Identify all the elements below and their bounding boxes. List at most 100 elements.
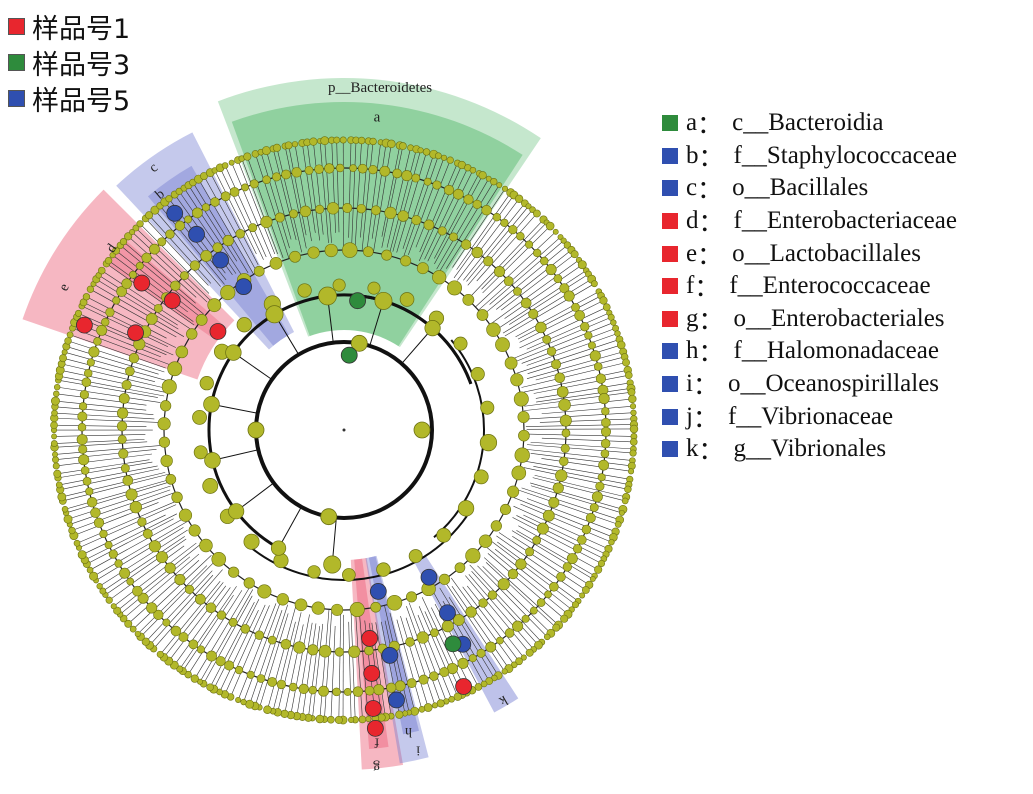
node xyxy=(518,429,530,442)
clade-key-swatch xyxy=(662,180,678,197)
branch xyxy=(168,585,227,662)
node xyxy=(520,297,532,309)
leaf-node xyxy=(206,683,214,692)
branch xyxy=(102,536,185,592)
node xyxy=(160,400,172,412)
branch xyxy=(405,617,436,706)
branch xyxy=(123,241,196,304)
branch xyxy=(400,615,429,708)
node xyxy=(397,210,409,222)
leaf-node xyxy=(86,285,95,293)
branch xyxy=(266,150,292,240)
node xyxy=(121,379,132,390)
leaf-node xyxy=(104,256,113,265)
branch xyxy=(487,547,569,615)
node xyxy=(93,517,105,528)
clade-key-letter: h xyxy=(686,337,699,365)
leaf-node xyxy=(132,224,140,232)
node xyxy=(514,447,530,463)
branch xyxy=(439,587,495,679)
leaf-node xyxy=(53,390,60,398)
clade-key-legend: a：c__Bacteroidia b：f__Staphylococcaceae … xyxy=(662,107,957,466)
branch xyxy=(534,474,627,498)
node xyxy=(318,685,329,697)
branch xyxy=(277,612,302,713)
node xyxy=(384,206,397,220)
node xyxy=(430,628,439,638)
node xyxy=(507,568,519,580)
branch xyxy=(54,406,154,415)
node xyxy=(160,454,173,468)
node xyxy=(307,644,319,656)
node xyxy=(485,641,497,653)
node xyxy=(595,481,605,491)
node xyxy=(201,203,210,212)
branch xyxy=(513,497,614,538)
group-legend-item: 样品号3 xyxy=(8,44,130,81)
branch xyxy=(539,418,634,423)
leaf-node xyxy=(422,148,431,156)
branch xyxy=(526,498,616,532)
group-swatch xyxy=(8,17,25,35)
leaf-node xyxy=(75,309,82,317)
leaf-node xyxy=(124,619,133,628)
branch xyxy=(527,344,622,374)
branch xyxy=(351,140,357,248)
branch xyxy=(453,194,515,279)
node xyxy=(235,228,245,239)
node xyxy=(399,292,415,307)
leaf-node xyxy=(589,576,596,582)
node xyxy=(293,641,306,654)
branch xyxy=(55,449,157,461)
branch xyxy=(203,595,253,684)
branch xyxy=(54,412,155,420)
node xyxy=(497,578,510,591)
sector-label-e: e xyxy=(57,282,73,294)
branch xyxy=(153,569,223,649)
branch xyxy=(466,206,529,282)
clade-key-swatch xyxy=(662,376,678,393)
node xyxy=(438,573,451,585)
clade-key-item: b：f__Staphylococcaceae xyxy=(662,140,957,173)
clade-key-text: f__Vibrionaceae xyxy=(727,402,894,430)
branch xyxy=(524,398,633,411)
branch xyxy=(237,603,277,701)
leaf-node xyxy=(448,696,455,703)
node xyxy=(511,465,527,481)
node xyxy=(203,395,220,413)
node xyxy=(463,194,474,205)
node xyxy=(408,549,423,563)
leaf-node xyxy=(608,538,615,546)
leaf-node xyxy=(525,648,534,657)
node xyxy=(536,522,549,535)
node xyxy=(257,584,272,599)
leaf-node xyxy=(614,521,622,528)
branch xyxy=(267,606,296,710)
node xyxy=(170,625,182,637)
leaf-node xyxy=(57,492,67,502)
branch xyxy=(516,489,619,525)
branch xyxy=(418,606,459,697)
leaf-node xyxy=(82,293,91,301)
leaf-node xyxy=(618,509,625,516)
branch xyxy=(243,600,282,703)
node xyxy=(371,205,381,216)
node xyxy=(256,674,266,683)
clade-key-swatch xyxy=(662,278,678,295)
clade-key-letter: a xyxy=(686,109,698,137)
leaf-node xyxy=(261,146,271,155)
branch xyxy=(444,580,505,672)
node xyxy=(479,434,498,452)
node xyxy=(297,283,312,298)
node xyxy=(194,593,206,605)
node xyxy=(349,164,357,173)
node xyxy=(392,168,402,179)
leaf-node xyxy=(480,680,488,688)
clade-key-text: o__Lactobacillales xyxy=(732,239,921,267)
branch xyxy=(93,283,185,337)
node xyxy=(96,324,108,336)
node xyxy=(86,358,95,367)
sector-k xyxy=(414,555,519,713)
branch xyxy=(516,530,595,577)
clade-key-letter: g xyxy=(686,304,699,332)
